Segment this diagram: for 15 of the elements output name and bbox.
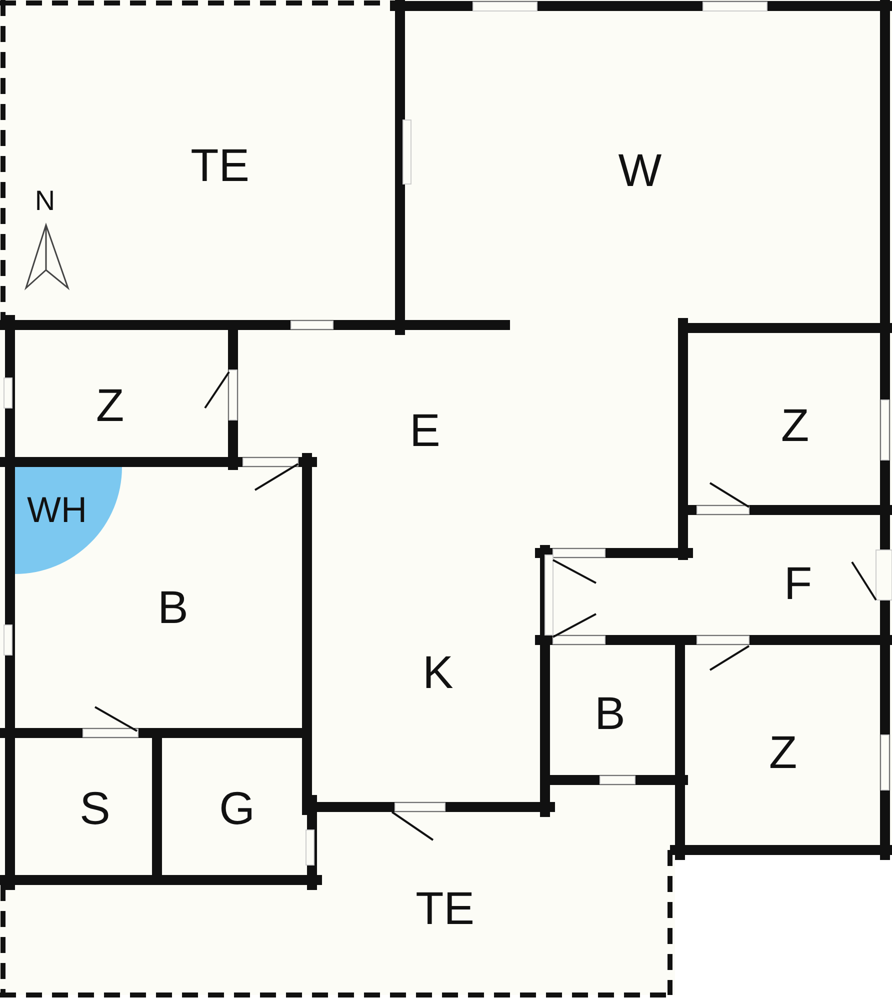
room-label: G	[219, 785, 255, 831]
room-label: S	[80, 785, 110, 831]
room-label: W	[618, 147, 662, 193]
room-label: Z	[768, 729, 798, 775]
room-label: Z	[96, 382, 124, 428]
room-label: B	[594, 690, 626, 736]
room-label: E	[410, 407, 440, 453]
room-label: K	[422, 649, 454, 695]
room-label: TE	[416, 885, 474, 931]
room-label: Z	[780, 402, 810, 448]
room-label: B	[158, 584, 188, 630]
room-label: TE	[190, 142, 250, 188]
room-label: N	[34, 187, 56, 215]
room-label: F	[784, 560, 812, 606]
room-label: WH	[27, 492, 87, 528]
